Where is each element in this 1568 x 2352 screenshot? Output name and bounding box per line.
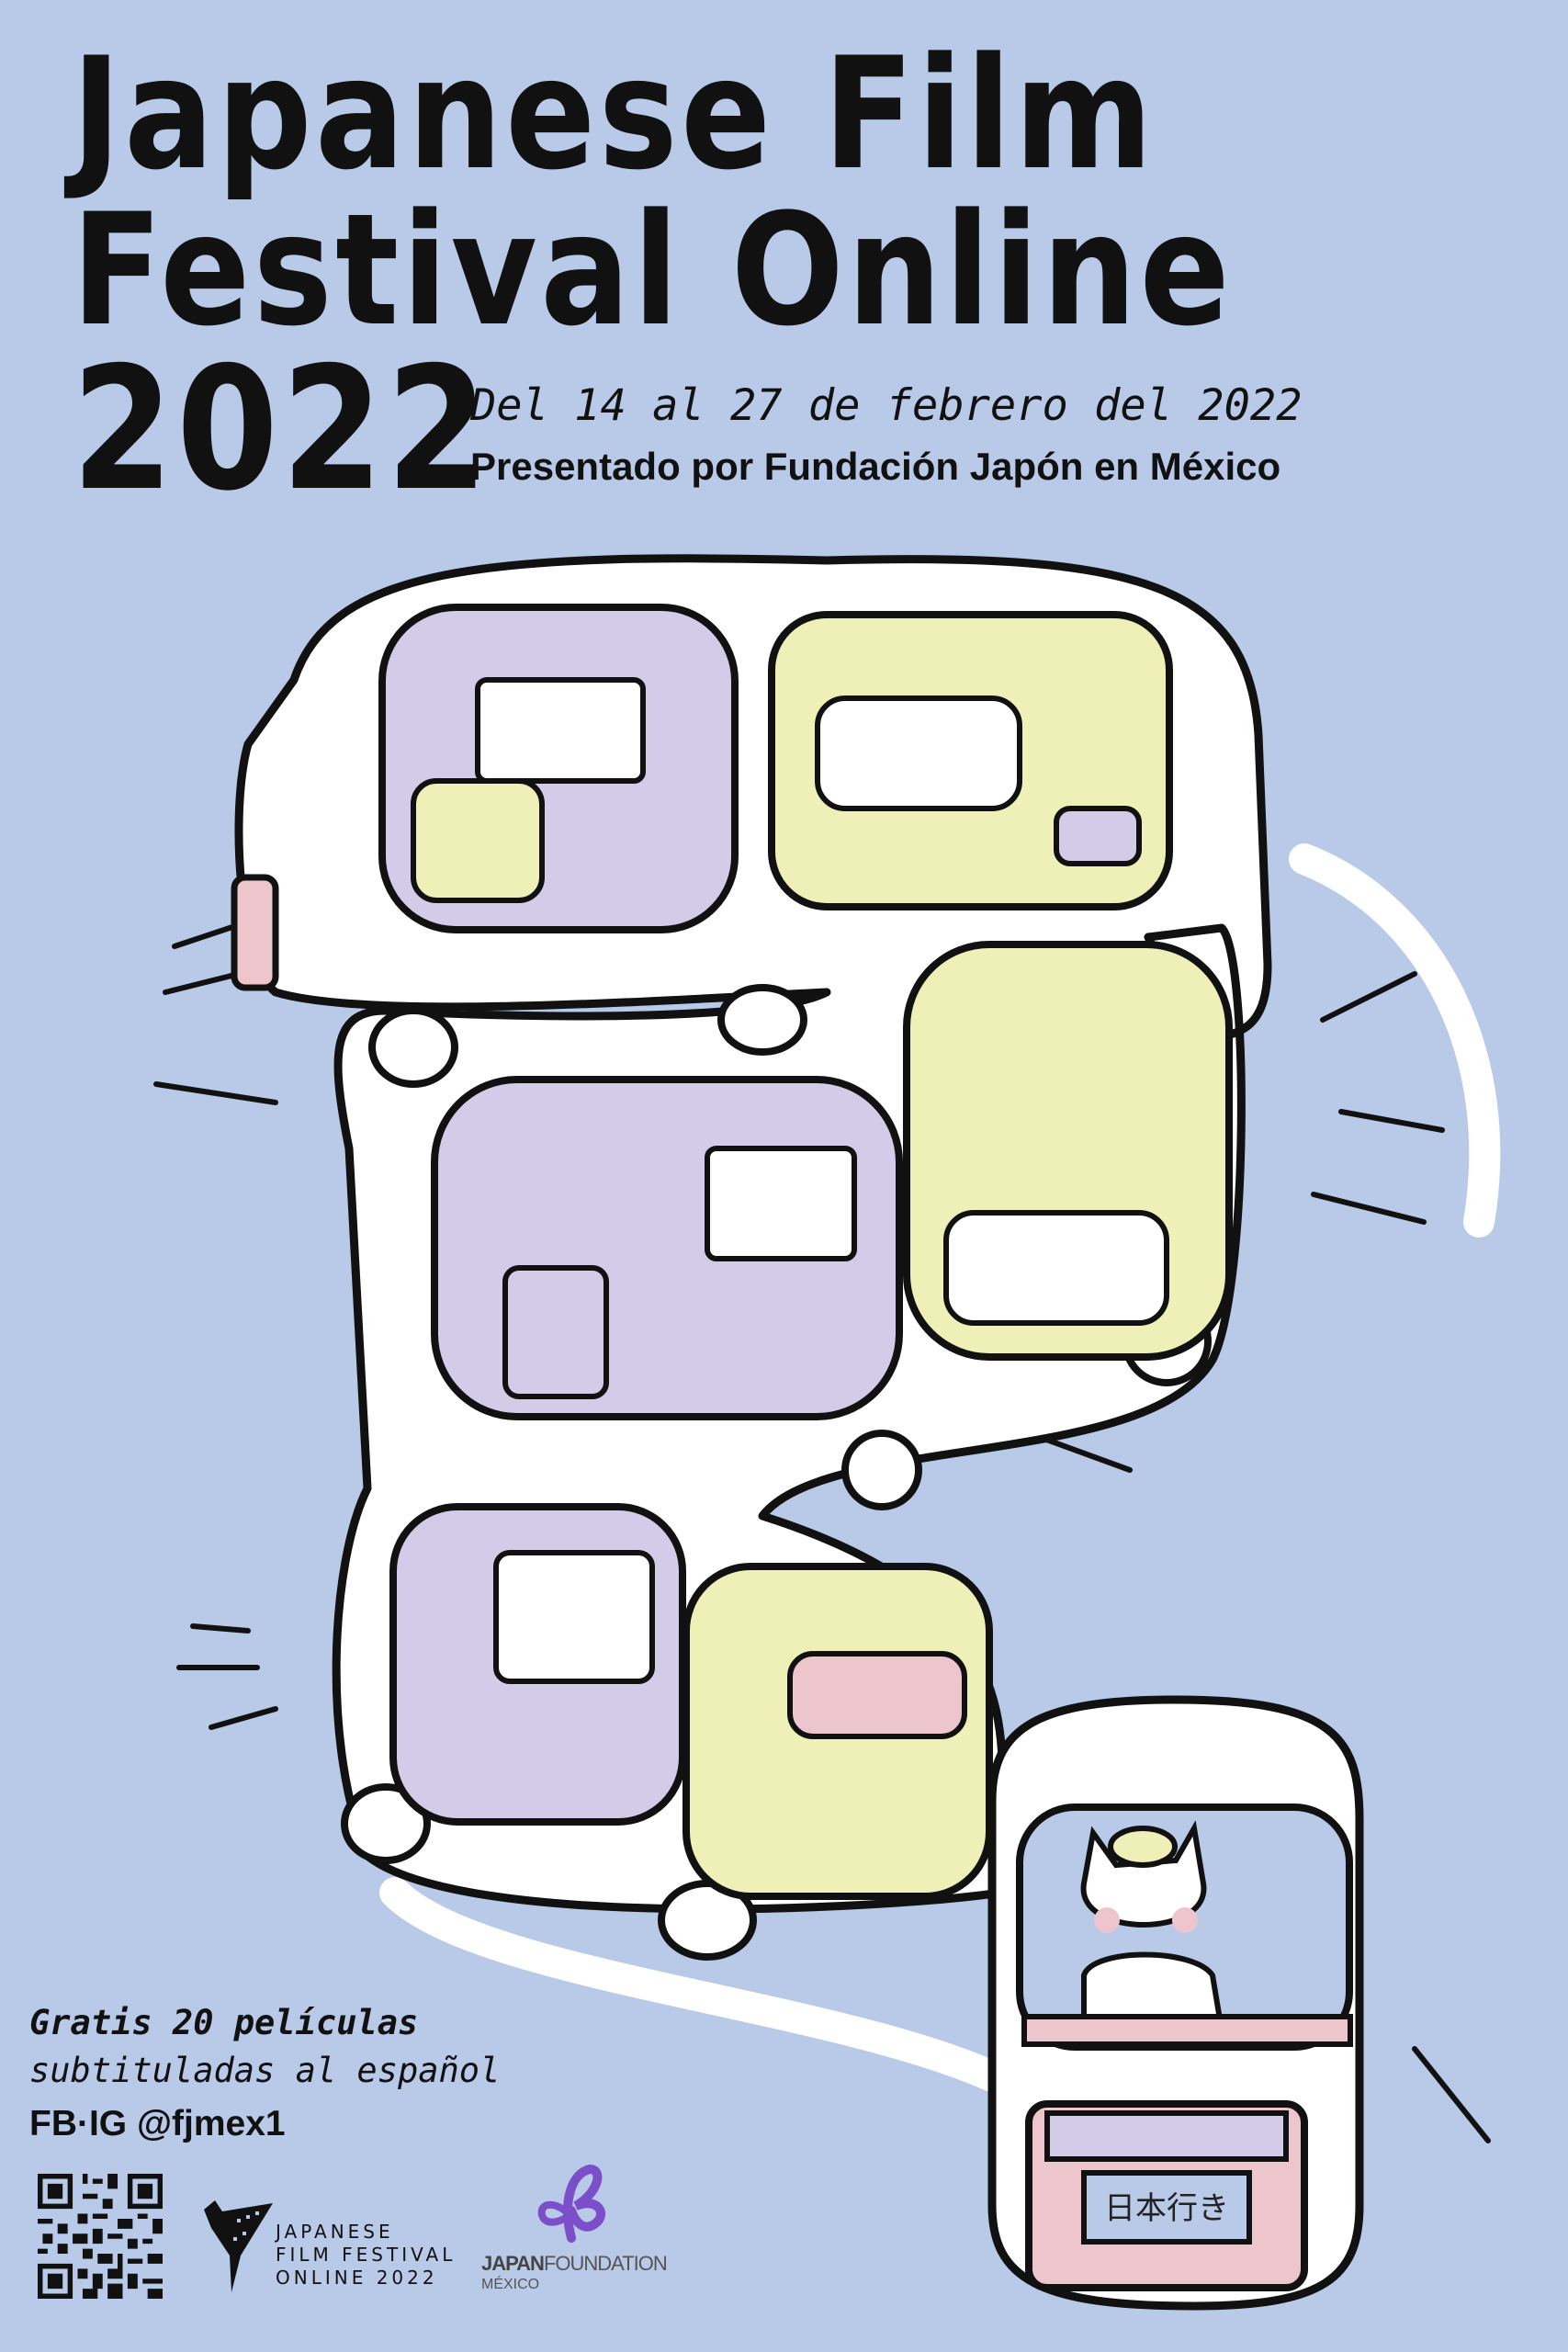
butterfly-icon <box>537 2165 605 2243</box>
offer-line-1: Gratis 20 películas <box>29 2003 419 2042</box>
festival-logo-line-3: ONLINE 2022 <box>276 2267 438 2289</box>
dashboard <box>1021 2014 1353 2047</box>
road-curve <box>1289 843 1501 1238</box>
destination-sign-text: 日本行き <box>1104 2190 1229 2227</box>
festival-logo-line-1: JAPANESE <box>276 2221 394 2243</box>
foundation-name-bold: JAPAN <box>481 2252 545 2275</box>
festival-logo: JAPANESE FILM FESTIVAL ONLINE 2022 <box>204 2200 461 2301</box>
road-bottom <box>379 1877 1008 2092</box>
tail-light <box>231 874 279 991</box>
festival-dates: Del 14 al 27 de febrero del 2022 <box>470 380 1303 431</box>
japan-foundation-logo: JAPANFOUNDATION MÉXICO <box>478 2165 668 2302</box>
cat-driver <box>1080 1820 1225 2033</box>
festival-logo-line-2: FILM FESTIVAL <box>276 2244 457 2266</box>
foundation-name-light: FOUNDATION <box>543 2252 668 2275</box>
social-handle[interactable]: FB·IG @fjmex1 <box>29 2104 286 2143</box>
presented-by: Presentado por Fundación Japón en México <box>470 445 1281 488</box>
offer-line-2: subtituladas al español <box>29 2051 501 2090</box>
window-details <box>411 677 1169 1739</box>
title-year: 2022 <box>72 330 491 528</box>
qr-code[interactable] <box>38 2174 163 2299</box>
road-lines <box>379 843 1501 2092</box>
title-line-1: Japanese Film <box>72 24 1156 204</box>
title-line-2: Festival Online <box>72 180 1234 360</box>
destination-sign <box>1081 2170 1252 2245</box>
origami-film-bird-icon <box>204 2200 273 2292</box>
foundation-country: MÉXICO <box>481 2277 540 2292</box>
